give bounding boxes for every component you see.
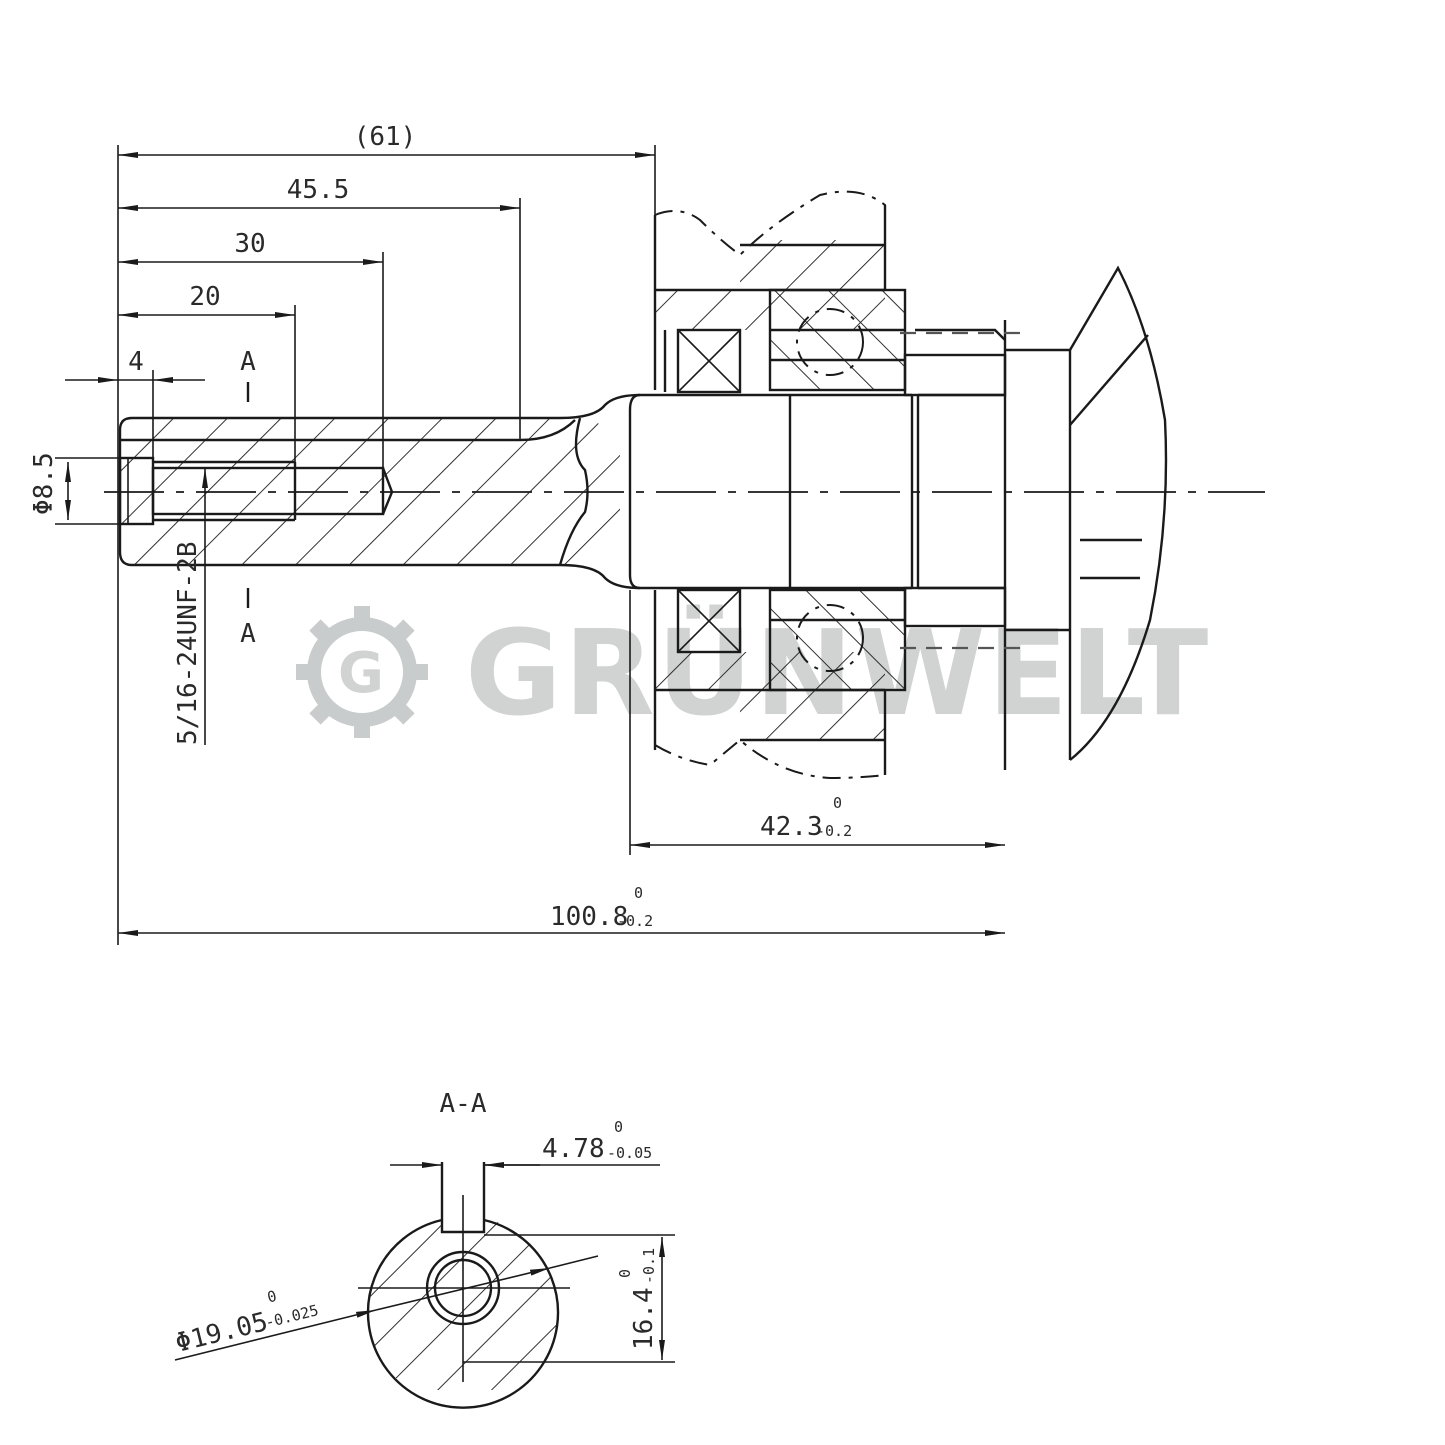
dimensions-main: (61) 45.5 30 20 4 Φ8.5 5/16-24UNF-2B A A… <box>29 122 1005 945</box>
dim-diameter-upper: 0 <box>265 1287 278 1307</box>
section-a-a: A-A 4.78 0 -0.05 Φ19.05 0 -0.025 16.4 0 … <box>172 1089 675 1409</box>
dim-42-3-upper: 0 <box>833 794 842 812</box>
dim-100-8-lower: -0.2 <box>617 912 653 930</box>
section-label: A-A <box>440 1089 487 1119</box>
section-mark-top: A <box>240 347 256 377</box>
gear-icon: G <box>296 606 428 738</box>
section-mark-bottom: A <box>240 619 256 649</box>
dim-flat-height: 16.4 <box>629 1287 659 1350</box>
dim-42-3-lower: -0.2 <box>816 822 852 840</box>
dim-100-8-upper: 0 <box>634 884 643 902</box>
dim-flat-height-upper: 0 <box>616 1269 634 1278</box>
dim-thread: 5/16-24UNF-2B <box>173 542 203 746</box>
dim-42-3: 42.3 <box>760 812 823 842</box>
dim-diameter: Φ19.05 <box>172 1307 270 1359</box>
dim-key-width: 4.78 <box>542 1134 605 1164</box>
crank-web <box>1005 265 1168 761</box>
dim-20: 20 <box>189 282 220 312</box>
dim-4: 4 <box>128 347 144 377</box>
logo-letter: G <box>338 641 386 706</box>
dim-bore-dia: Φ8.5 <box>29 452 59 515</box>
dim-key-width-upper: 0 <box>614 1118 623 1136</box>
shaft-section <box>118 393 641 590</box>
upper-bearing <box>653 190 1025 397</box>
dim-key-width-lower: -0.05 <box>607 1144 652 1162</box>
dim-61-ref: (61) <box>354 122 417 152</box>
dim-flat-height-lower: -0.1 <box>640 1248 658 1284</box>
dim-30: 30 <box>234 229 265 259</box>
dim-45-5: 45.5 <box>287 175 350 205</box>
lower-bearing <box>653 586 1025 780</box>
dim-100-8: 100.8 <box>550 902 628 932</box>
